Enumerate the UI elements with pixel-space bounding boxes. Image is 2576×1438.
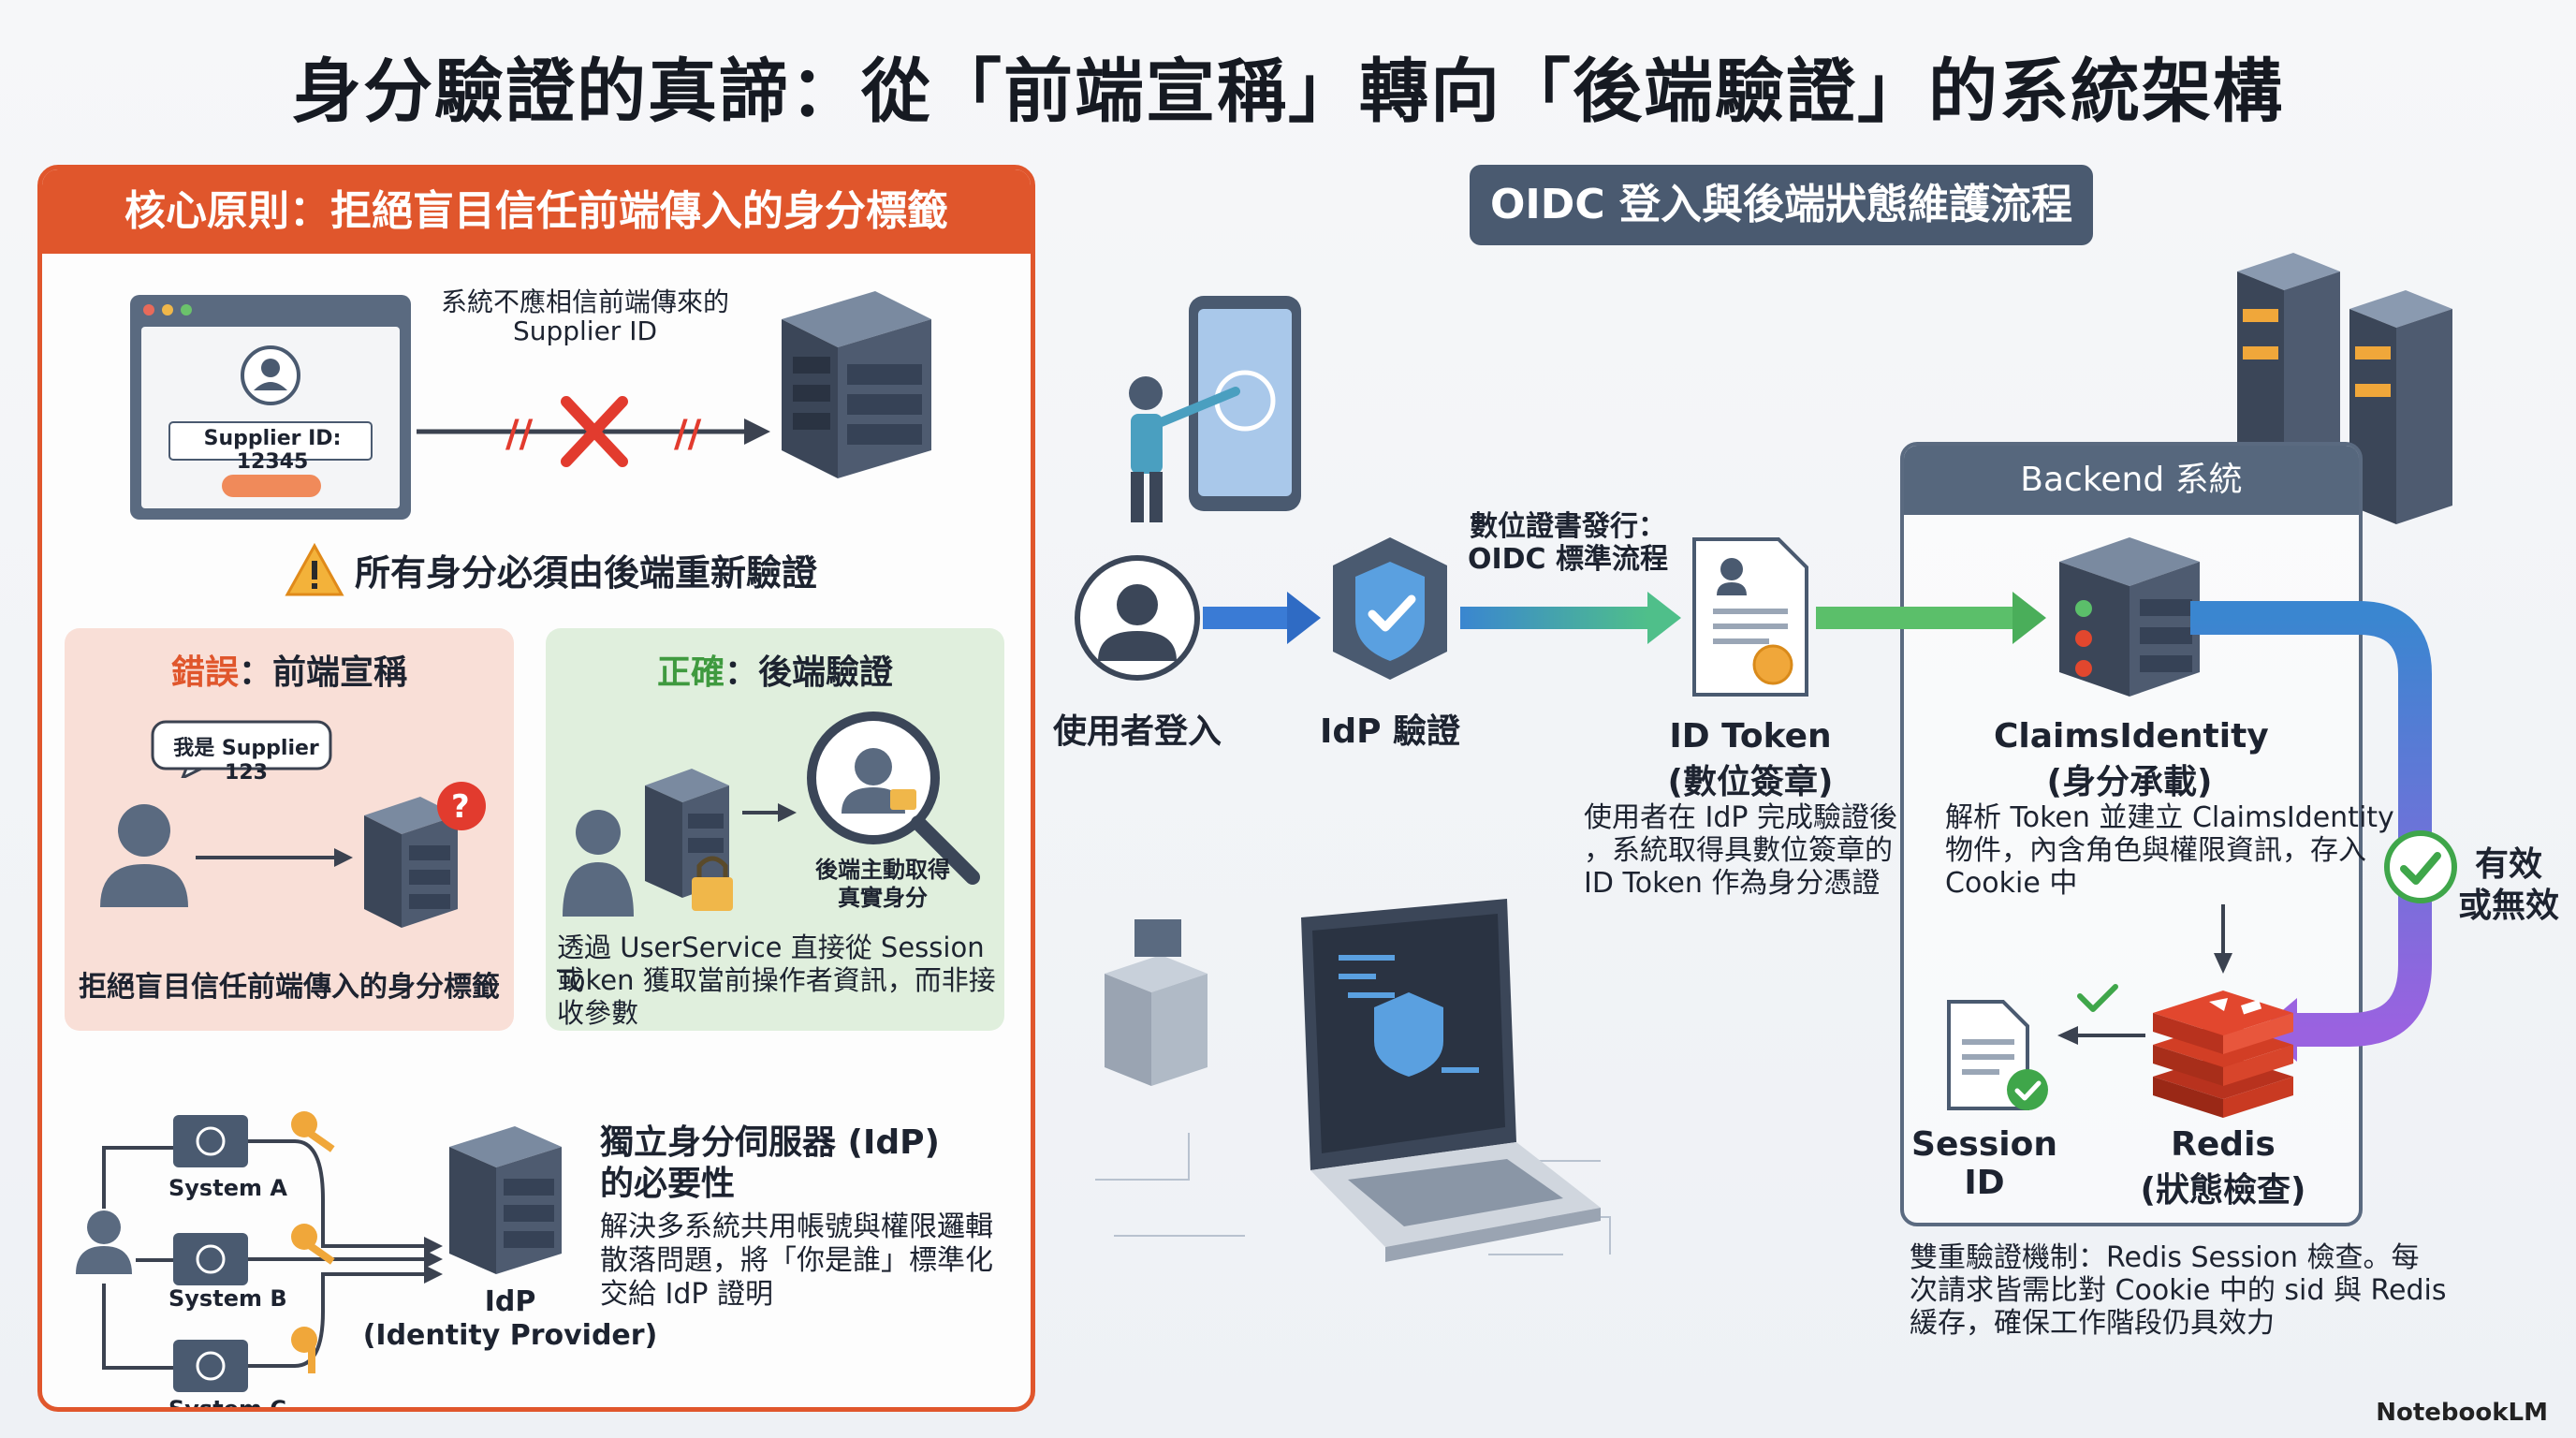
speech-bubble (151, 720, 332, 778)
idp-title-line1: 獨立身分伺服器 (IdP) (600, 1123, 940, 1162)
server-question-icon: ? (364, 782, 486, 928)
system-a-label: System A (168, 1175, 287, 1201)
arrow-caption-line2: Supplier ID (512, 315, 658, 346)
tablet-user-icon (1129, 296, 1301, 522)
backend-system-header: Backend 系統 (1904, 446, 2359, 515)
dual-verification-line2: 次請求皆需比對 Cookie 中的 sid 與 Redis (1910, 1274, 2447, 1307)
claims-label-line1: ClaimsIdentity (1994, 717, 2269, 756)
user-server-lock-icon (563, 769, 733, 917)
idp-desc-line2: 散落問題，將「你是誰」標準化 (600, 1244, 993, 1277)
claims-desc-line2: 物件，內含角色與權限資訊，存入 (1945, 834, 2366, 867)
id-token-desc-line1: 使用者在 IdP 完成驗證後 (1584, 801, 1898, 834)
blocked-arrow: // // (417, 396, 770, 467)
fetch-caption-line1: 後端主動取得 (815, 857, 950, 883)
flow-arrow-2 (1460, 592, 1681, 644)
idp-server-icon (449, 1126, 562, 1274)
correct-caption-line2: Token 獲取當前操作者資訊，而非接 (557, 964, 996, 996)
id-token-label-line2: (數位簽章) (1667, 763, 1834, 801)
claims-server-icon (2059, 537, 2200, 697)
id-token-desc-line2: ，系統取得具數位簽章的 (1584, 834, 1893, 867)
id-token-desc-line3: ID Token 作為身分憑證 (1584, 867, 1881, 900)
certificate-icon (1692, 537, 1808, 697)
correct-caption-line3: 收參數 (557, 997, 639, 1029)
notebooklm-brand: NotebookLM (2376, 1399, 2548, 1427)
shield-check-icon (1333, 537, 1447, 680)
system-c-label: System C (168, 1396, 286, 1412)
idp-title-line2: 的必要性 (600, 1165, 736, 1203)
page-title: 身分驗證的真諦：從「前端宣稱」轉向「後端驗證」的系統架構 (292, 51, 2284, 132)
user-login-label: 使用者登入 (1052, 712, 1222, 751)
idp-label-line1: IdP (484, 1285, 536, 1318)
redis-icon (2153, 990, 2293, 1118)
warning-text: 所有身分必須由後端重新驗證 (355, 552, 818, 594)
svg-text:?: ? (451, 788, 470, 826)
session-document-icon (1947, 1000, 2048, 1110)
correct-caption-line1: 透過 UserService 直接從 Session 或 (557, 932, 985, 996)
claims-desc-line3: Cookie 中 (1945, 867, 2078, 900)
idp-label-line2: (Identity Provider) (362, 1319, 658, 1352)
supplier-id-field: Supplier ID: 12345 (203, 427, 342, 474)
flow-arrow-3 (1816, 592, 2046, 644)
check-icon (2384, 830, 2457, 903)
session-check-arrow (2057, 984, 2145, 1045)
warning-icon (285, 542, 344, 596)
laptop-icon (1095, 899, 1611, 1262)
dual-verification-line3: 緩存，確保工作階段仍具效力 (1910, 1307, 2275, 1340)
fetch-arrow (742, 803, 797, 822)
correct-label: 正確 (656, 653, 724, 692)
idp-desc-line3: 交給 IdP 證明 (600, 1278, 774, 1311)
user-icon (100, 804, 188, 907)
oidc-flow-header: OIDC 登入與後端狀態維護流程 (1470, 165, 2093, 245)
correct-backend-verify-box: 正確：後端驗證 後端主動取得 真實身分 透過 UserService 直接從 S… (546, 628, 1004, 1031)
claims-label-line2: (身分承載) (2046, 763, 2213, 801)
idp-desc-line1: 解決多系統共用帳號與權限邏輯 (600, 1211, 993, 1243)
svg-text://: // (505, 413, 534, 456)
session-id-label: Session ID (1911, 1125, 2057, 1202)
user-login-icon (1075, 555, 1200, 681)
down-arrow (2214, 904, 2232, 974)
wrong-frontend-claim-box: 錯誤：前端宣稱 我是 Supplier 123 ? 拒絕盲目信任前端傳入的身分標… (65, 628, 514, 1031)
claim-arrow (196, 848, 353, 867)
fetch-caption-line2: 真實身分 (838, 885, 928, 911)
server-icon (782, 291, 931, 478)
valid-label-line2: 或無效 (2457, 887, 2559, 925)
claims-desc-line1: 解析 Token 並建立 ClaimsIdentity (1945, 801, 2394, 834)
redis-label-line2: (狀態檢查) (2140, 1171, 2306, 1210)
svg-text://: // (674, 413, 702, 456)
arrow-caption-line1: 系統不應相信前端傳來的 (440, 286, 729, 317)
flow-arrow-1 (1203, 592, 1321, 644)
wrong-caption: 拒絕盲目信任前端傳入的身分標籤 (79, 971, 500, 1004)
systems-idp-diagram (76, 1111, 443, 1392)
wrong-label: 錯誤 (170, 653, 239, 692)
dual-verification-line1: 雙重驗證機制：Redis Session 檢查。每 (1910, 1241, 2420, 1274)
core-principle-header: 核心原則：拒絕盲目信任前端傳入的身分標籤 (42, 169, 1031, 254)
core-principle-panel: 核心原則：拒絕盲目信任前端傳入的身分標籤 Supplier ID: 12345 … (37, 165, 1035, 1412)
id-token-label-line1: ID Token (1669, 717, 1832, 756)
browser-window-icon (130, 295, 411, 520)
cert-caption-line2: OIDC 標準流程 (1467, 543, 1669, 576)
wrong-subtitle: ：前端宣稱 (239, 653, 408, 692)
correct-subtitle: ：後端驗證 (724, 653, 894, 692)
speech-bubble-text: 我是 Supplier 123 (173, 737, 319, 785)
system-b-label: System B (168, 1285, 287, 1312)
redis-label-line1: Redis (2171, 1125, 2276, 1164)
valid-label-line1: 有效 (2474, 845, 2542, 884)
wrong-title: 錯誤：前端宣稱 (65, 645, 514, 694)
magnifier-icon (807, 712, 980, 885)
idp-verify-label: IdP 驗證 (1319, 712, 1461, 751)
cert-caption-line1: 數位證書發行： (1470, 510, 1666, 543)
correct-title: 正確：後端驗證 (546, 645, 1004, 694)
